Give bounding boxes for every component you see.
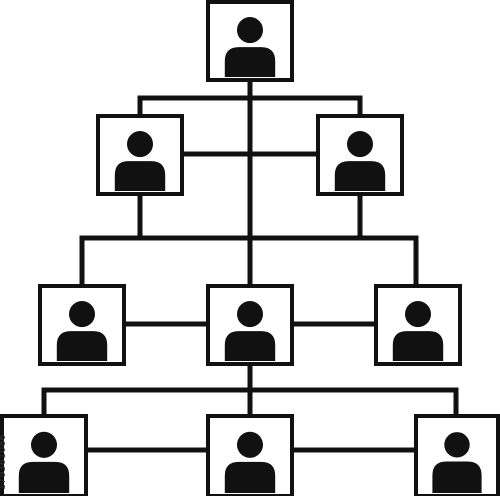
person-silhouette-icon [432,432,482,493]
person-silhouette-icon [224,431,276,493]
person-node-level3-1 [38,284,126,366]
person-node-level1-1 [206,0,294,82]
person-silhouette-icon [224,17,276,77]
person-node-level3-3 [374,284,462,366]
watermark-id-text: 179361086 [0,433,8,490]
person-silhouette-icon [224,301,276,361]
connector-lines [41,77,459,453]
person-silhouette-icon [392,301,444,361]
person-node-level4-2 [206,414,294,496]
person-silhouette-icon [334,131,386,191]
person-silhouette-icon [56,301,108,361]
person-node-level2-1 [96,114,184,196]
person-node-level4-1 [0,414,88,496]
person-silhouette-icon [114,131,166,191]
person-node-level3-2 [206,284,294,366]
person-node-level2-2 [316,114,404,196]
person-node-level4-3 [414,414,500,496]
person-silhouette-icon [18,431,70,493]
